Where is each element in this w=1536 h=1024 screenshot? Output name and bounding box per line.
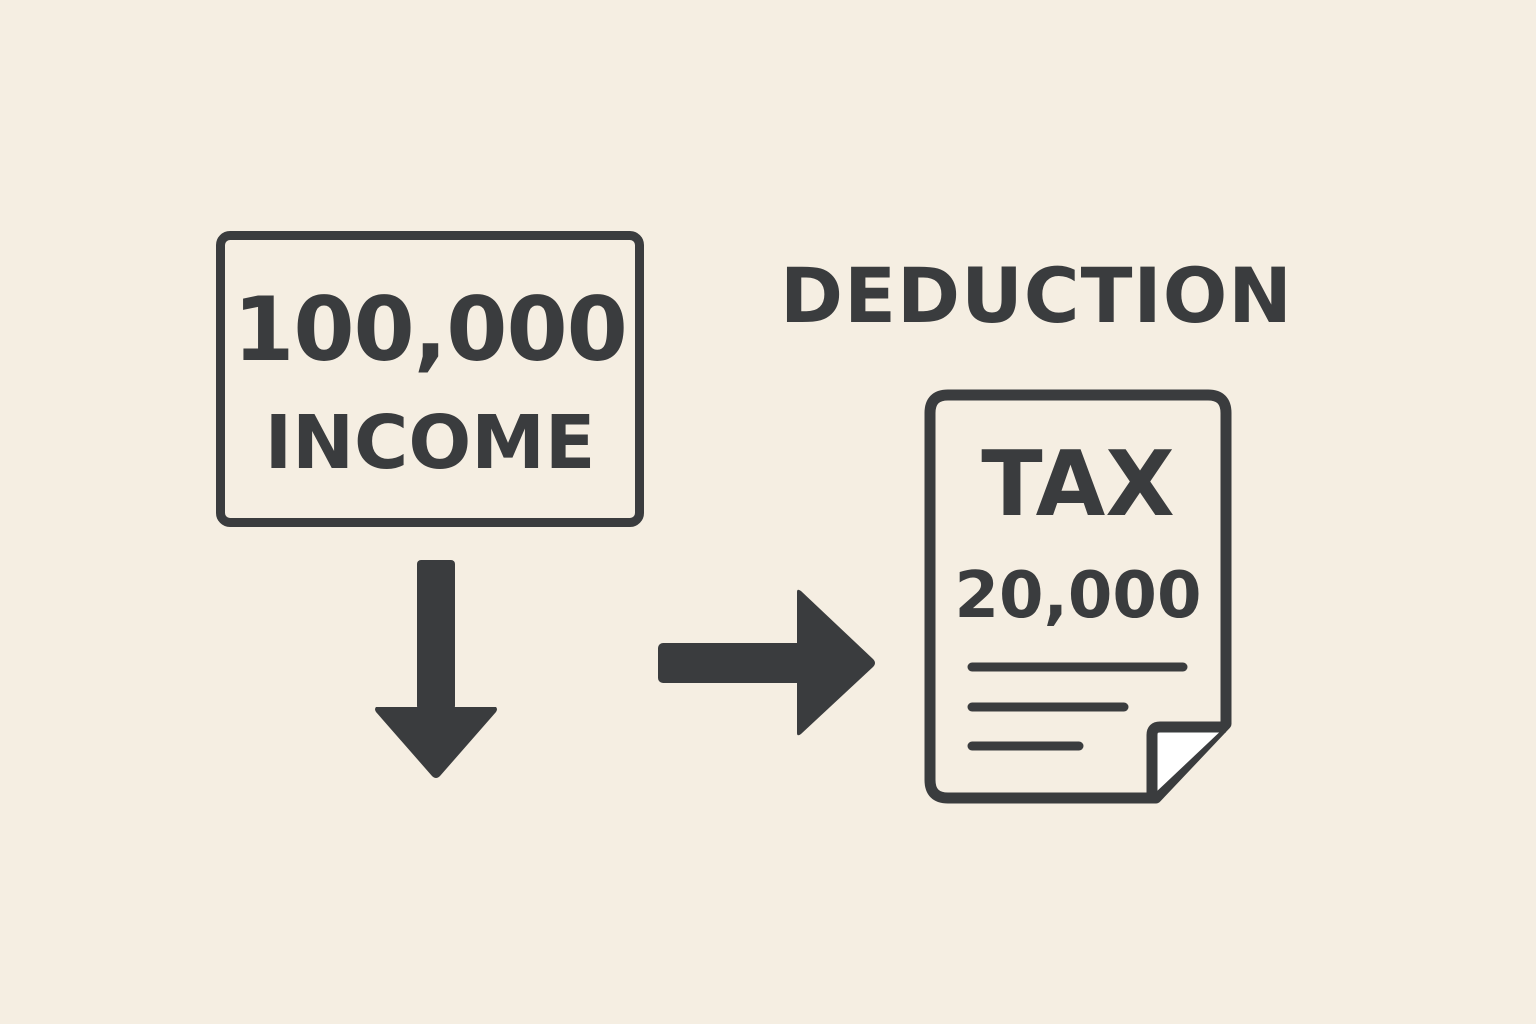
tax-amount: 20,000 — [954, 559, 1202, 633]
deduction-label: DEDUCTION — [780, 251, 1293, 340]
arrow-down-icon — [375, 560, 497, 778]
income-label: INCOME — [264, 400, 596, 486]
income-box: 100,000 INCOME — [216, 231, 644, 527]
tax-document-icon — [924, 389, 1232, 804]
arrow-right-icon — [658, 589, 875, 736]
tax-word: TAX — [981, 432, 1175, 537]
income-amount: 100,000 — [233, 278, 628, 381]
